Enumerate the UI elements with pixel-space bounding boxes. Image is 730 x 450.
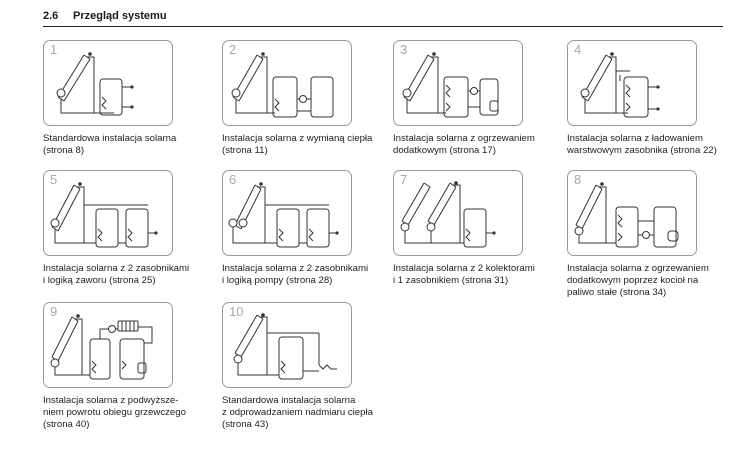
system-number: 6 bbox=[229, 172, 237, 187]
system-number: 3 bbox=[400, 42, 408, 57]
system-caption: Instalacja solarna z 2 kolektorami i 1 z… bbox=[393, 263, 535, 286]
diagram-two-tanks-pump bbox=[228, 182, 339, 248]
system-number: 2 bbox=[229, 42, 237, 57]
section-title: Przegląd systemu bbox=[73, 10, 167, 22]
system-number: 1 bbox=[50, 42, 58, 57]
system-caption: Instalacja solarna z 2 zasobnikami i log… bbox=[222, 263, 369, 286]
system-card-7[interactable]: 7 Instalacja solarna z 2 kolektorami i 1… bbox=[393, 170, 568, 287]
system-number: 10 bbox=[229, 304, 244, 319]
system-caption: Instalacja solarna z 2 zasobnikami i log… bbox=[43, 263, 190, 286]
system-diagram-6: 6 bbox=[222, 170, 352, 256]
diagram-excess-heat-dissipation bbox=[233, 313, 337, 380]
system-number: 5 bbox=[50, 172, 58, 187]
section-header: 2.6 Przegląd systemu bbox=[43, 8, 723, 27]
system-card-2[interactable]: 2 Instalacja solarna z wymianą ciepła (s… bbox=[222, 40, 397, 157]
system-diagram-2: 2 bbox=[222, 40, 352, 126]
system-caption: Instalacja solarna z podwyższe- niem pow… bbox=[43, 395, 186, 430]
system-card-4[interactable]: 4 Instalacja solarna z ładowaniem warstw… bbox=[567, 40, 730, 157]
diagram-layered-loading bbox=[580, 52, 660, 118]
system-caption: Standardowa instalacja solarna (strona 8… bbox=[43, 133, 177, 156]
system-card-3[interactable]: 3 Instalacja solarna z ogrzewaniem dodat… bbox=[393, 40, 568, 157]
system-caption: Standardowa instalacja solarna z odprowa… bbox=[222, 395, 373, 430]
system-diagram-4: 4 bbox=[567, 40, 697, 126]
system-caption: Instalacja solarna z ogrzewaniem dodatko… bbox=[567, 263, 709, 298]
diagram-return-increase bbox=[50, 314, 153, 380]
diagram-two-collectors bbox=[400, 181, 496, 248]
system-number: 4 bbox=[574, 42, 582, 57]
system-diagram-1: 1 bbox=[43, 40, 173, 126]
system-caption: Instalacja solarna z ogrzewaniem dodatko… bbox=[393, 133, 535, 156]
system-number: 8 bbox=[574, 172, 582, 187]
section-number: 2.6 bbox=[43, 10, 59, 22]
system-number: 7 bbox=[400, 172, 408, 187]
system-card-8[interactable]: 8 Instalacja solarna z ogrzewaniem dodat… bbox=[567, 170, 730, 299]
diagram-solid-fuel-boiler bbox=[574, 182, 679, 248]
system-diagram-10: 10 bbox=[222, 302, 352, 388]
diagram-two-tanks-valve bbox=[50, 182, 158, 248]
diagram-standard-solar bbox=[56, 52, 134, 116]
system-diagram-8: 8 bbox=[567, 170, 697, 256]
system-number: 9 bbox=[50, 304, 58, 319]
system-diagram-7: 7 bbox=[393, 170, 523, 256]
system-caption: Instalacja solarna z ładowaniem warstwow… bbox=[567, 133, 717, 156]
system-card-9[interactable]: 9 Instalacja solarna z podwyższe- niem p… bbox=[43, 302, 218, 431]
system-card-10[interactable]: 10 Standardowa instalacja solarna z odpr… bbox=[222, 302, 397, 431]
diagram-additional-heating bbox=[402, 52, 499, 118]
system-card-5[interactable]: 5 Instalacja solarna z 2 zasobnikami i l… bbox=[43, 170, 218, 287]
system-card-1[interactable]: 1 Standardowa instalacja solarna (strona… bbox=[43, 40, 218, 157]
system-diagram-9: 9 bbox=[43, 302, 173, 388]
system-diagram-3: 3 bbox=[393, 40, 523, 126]
system-card-6[interactable]: 6 Instalacja solarna z 2 zasobnikami i l… bbox=[222, 170, 397, 287]
system-caption: Instalacja solarna z wymianą ciepła (str… bbox=[222, 133, 373, 156]
system-diagram-5: 5 bbox=[43, 170, 173, 256]
diagram-heat-exchange bbox=[231, 52, 334, 118]
